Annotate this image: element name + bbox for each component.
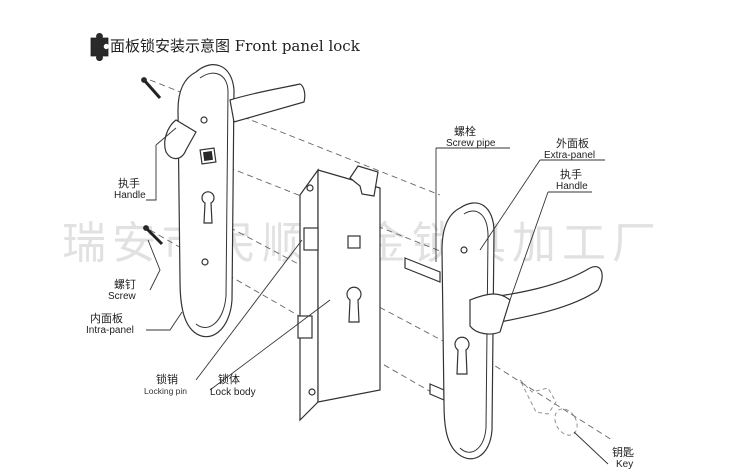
extra-panel <box>441 202 495 460</box>
cylinder-hole-right <box>454 336 470 375</box>
label-key-cn: 钥匙 <box>612 445 634 459</box>
label-locking-pin: 锁销 Locking pin <box>144 372 187 396</box>
label-extra-panel-cn: 外面板 <box>556 136 589 150</box>
puzzle-icon <box>90 33 109 61</box>
label-handle-left: 执手 Handle <box>114 176 146 201</box>
label-handle-left-cn: 执手 <box>118 176 140 190</box>
label-screw-pipe: 螺栓 Screw pipe <box>446 124 496 149</box>
label-screw: 螺钉 Screw <box>108 278 137 302</box>
handle-left <box>164 83 306 160</box>
label-intra-panel-cn: 内面板 <box>90 311 123 325</box>
label-screw-en: Screw <box>108 291 137 302</box>
latch-bolt <box>349 165 379 197</box>
locking-pin <box>303 227 319 251</box>
intra-panel <box>177 64 235 338</box>
page-title: 面板锁安装示意图 Front panel lock <box>110 37 361 55</box>
handle-right <box>469 266 603 335</box>
spindle-hole-body <box>347 235 361 249</box>
label-handle-left-en: Handle <box>114 190 146 201</box>
label-key: 钥匙 Key <box>612 445 634 470</box>
label-screw-pipe-en: Screw pipe <box>446 138 496 149</box>
screw-top <box>141 77 162 99</box>
guide-line-key <box>469 349 613 441</box>
guide-line-spindle <box>209 159 451 256</box>
cylinder-hole-body <box>346 286 362 323</box>
guide-line-bottom <box>149 229 446 401</box>
label-lock-body-cn: 锁体 <box>218 372 240 386</box>
label-key-en: Key <box>616 459 633 470</box>
screw-bottom <box>143 225 164 246</box>
label-handle-right-en: Handle <box>556 181 588 192</box>
label-intra-panel-en: Intra-panel <box>86 325 134 336</box>
label-lock-body-en: Lock body <box>210 387 256 398</box>
label-screw-pipe-cn: 螺栓 <box>454 124 476 138</box>
lock-body <box>297 165 381 422</box>
label-locking-pin-en: Locking pin <box>144 386 187 396</box>
leader-lines <box>146 127 609 465</box>
screw-pipes <box>404 257 445 401</box>
label-screw-cn: 螺钉 <box>114 278 136 291</box>
label-lock-body: 锁体 Lock body <box>210 372 256 398</box>
label-extra-panel: 外面板 Extra-panel <box>544 136 595 161</box>
label-extra-panel-en: Extra-panel <box>544 150 595 161</box>
label-handle-right: 执手 Handle <box>556 167 588 192</box>
label-handle-right-cn: 执手 <box>560 167 582 181</box>
cylinder-hole-left <box>201 191 215 224</box>
key <box>519 379 578 436</box>
title-block: 面板锁安装示意图 Front panel lock <box>90 33 361 61</box>
label-intra-panel: 内面板 Intra-panel <box>86 311 134 336</box>
label-locking-pin-cn: 锁销 <box>156 372 178 386</box>
